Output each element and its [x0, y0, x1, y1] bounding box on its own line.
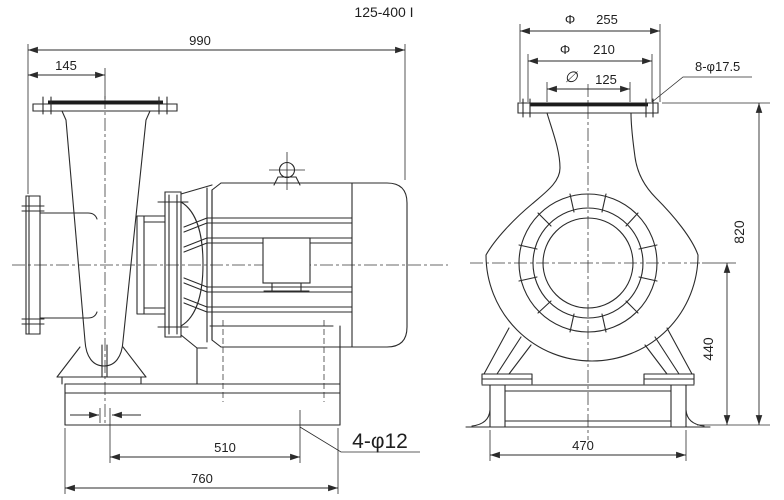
- dim-470-label: 470: [572, 438, 594, 453]
- bearing-bracket: [136, 184, 213, 349]
- dimensions-left: 990 145 510 760 4-φ12: [27, 33, 420, 494]
- flange-od-value: 255: [596, 12, 618, 27]
- drawing-title: 125-400 I: [354, 4, 413, 20]
- terminal-box: [262, 237, 311, 292]
- volute-casing: [485, 112, 699, 362]
- motor-foot: [196, 320, 334, 402]
- dim-145-label: 145: [55, 58, 77, 73]
- flange-od-symbol: Φ: [565, 12, 575, 27]
- bore-symbol: ∅: [564, 69, 578, 86]
- base-holes-label: 4-φ12: [352, 430, 408, 453]
- bolt-ring-ticks: [518, 193, 658, 333]
- dimensions-right: Φ 255 Φ 210 ∅ 125 8-φ17.5 820 440 470: [489, 12, 770, 461]
- dim-510-label: 510: [214, 440, 236, 455]
- suction-flange: [21, 195, 98, 335]
- discharge-cone: [61, 110, 151, 378]
- base-frame-right: [465, 384, 711, 428]
- support-legs: [481, 327, 695, 385]
- lifting-eyebolt-icon: [269, 161, 305, 186]
- discharge-flange-front: [517, 98, 659, 118]
- discharge-flange: [32, 96, 178, 115]
- flange-holes-label: 8-φ17.5: [695, 59, 740, 74]
- motor-fins: [183, 217, 353, 313]
- dim-820-label: 820: [731, 220, 747, 244]
- dim-440-label: 440: [700, 337, 716, 361]
- centerlines-left: [12, 96, 448, 426]
- pump-pedestal: [56, 346, 147, 385]
- base-frame-left: [64, 325, 341, 463]
- bolt-circle-value: 210: [593, 42, 615, 57]
- dim-760-label: 760: [191, 471, 213, 486]
- motor: [183, 161, 408, 402]
- bolt-circle-symbol: Φ: [560, 42, 570, 57]
- centerlines-right: [470, 84, 700, 440]
- dim-990-label: 990: [189, 33, 211, 48]
- right-view: Φ 255 Φ 210 ∅ 125 8-φ17.5 820 440 470: [465, 12, 770, 461]
- left-view: 990 145 510 760 4-φ12: [12, 33, 448, 494]
- bore-value: 125: [595, 72, 617, 87]
